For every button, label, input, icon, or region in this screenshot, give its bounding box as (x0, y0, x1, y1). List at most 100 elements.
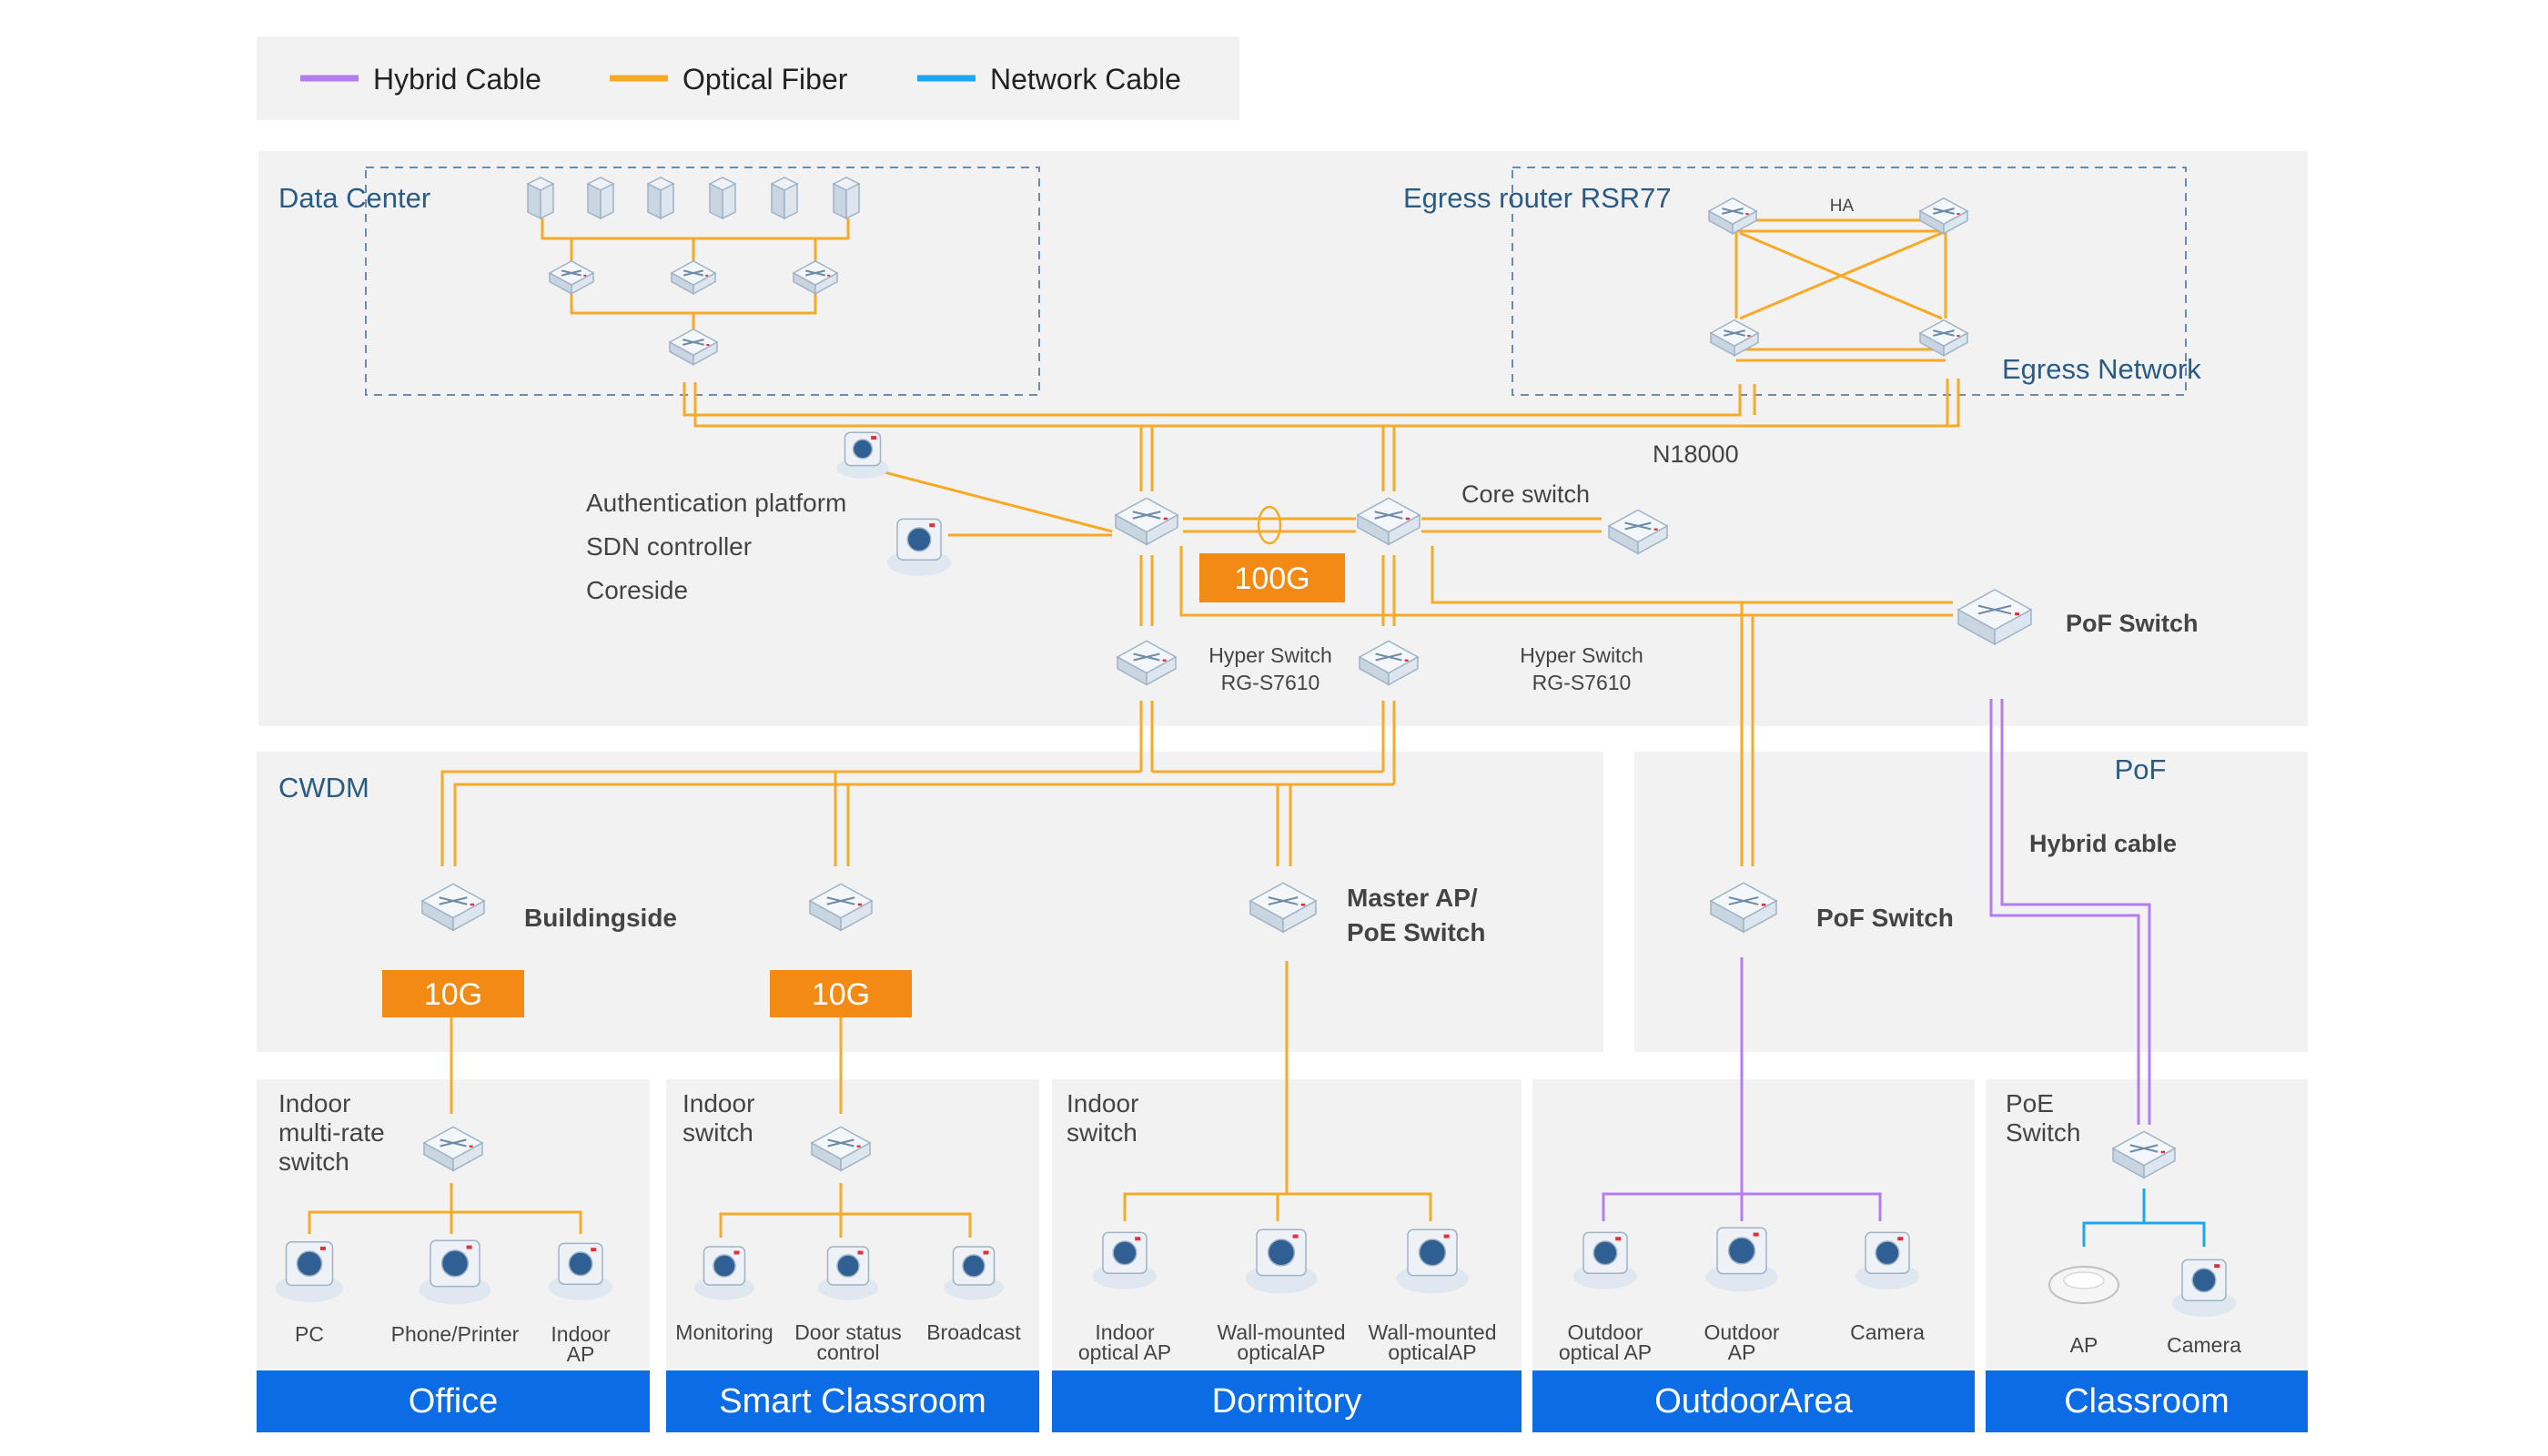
device-label: PC (295, 1322, 324, 1346)
device-label: Outdoor (1567, 1320, 1643, 1344)
footer-office-label: Office (409, 1382, 499, 1421)
smart-switch-line1: Indoor (682, 1089, 754, 1117)
speed-badge-100g-label: 100G (1234, 561, 1309, 596)
legend-panel (257, 36, 1239, 120)
buildingside-switch-icon (420, 883, 486, 932)
sdn-controller-label: SDN controller (586, 532, 752, 561)
cwdm-title: CWDM (278, 772, 369, 804)
outdoor-zone (1532, 1079, 1975, 1369)
device-label: AP (1728, 1340, 1756, 1364)
speed-badge-10g-1 (382, 970, 524, 1017)
monitoring-icon (694, 1246, 754, 1300)
data-center-box (365, 167, 1040, 396)
outdoor-optical-ap-icon (1572, 1231, 1638, 1289)
wall-mounted-ap-icon (1396, 1228, 1469, 1294)
broadcast-icon (944, 1246, 1004, 1300)
core-switch-icon (1356, 497, 1421, 546)
pc-icon (275, 1241, 344, 1303)
switch-icon (548, 259, 595, 296)
hyper-switch-2-line1: Hyper Switch (1520, 643, 1643, 667)
camera-icon (2171, 1259, 2237, 1317)
footer-dormitory-label: Dormitory (1212, 1382, 1362, 1421)
sdn-controller-icon (886, 518, 952, 576)
footer-outdoor-label: OutdoorArea (1654, 1382, 1853, 1421)
device-label: Outdoor (1704, 1320, 1779, 1344)
speed-badge-100g (1199, 553, 1345, 602)
hyper-switch-1-line1: Hyper Switch (1208, 643, 1331, 667)
smart-classroom-zone (666, 1079, 1039, 1369)
outdoor-ap-icon (1705, 1227, 1778, 1292)
indoor-optical-ap-icon (1092, 1231, 1158, 1289)
hyper-switch-1-line2: RG-S7610 (1221, 671, 1320, 694)
device-label: Monitoring (675, 1320, 773, 1344)
egress-router-title: Egress router RSR77 (1403, 182, 1672, 214)
classroom-switch-line1: PoE (2006, 1089, 2054, 1117)
footer-classroom (1986, 1370, 2308, 1432)
office-switch-line3: switch (278, 1148, 349, 1176)
core-switch-icon (1114, 497, 1179, 546)
office-switch-line2: multi-rate (278, 1118, 385, 1147)
master-ap-line2: PoE Switch (1347, 918, 1485, 946)
switch-icon (668, 328, 719, 366)
pof-switch-label: PoF Switch (1816, 904, 1954, 932)
camera-icon (1855, 1231, 1920, 1289)
ha-label: HA (1830, 197, 1855, 216)
server-icon (708, 177, 737, 220)
authentication-platform-icon (836, 431, 889, 479)
footer-smart-classroom-label: Smart Classroom (719, 1382, 986, 1421)
server-icon (770, 177, 799, 220)
device-label: Indoor (1095, 1320, 1155, 1344)
device-label: control (816, 1340, 879, 1364)
egress-network-title: Egress Network (2002, 353, 2201, 385)
office-switch-line1: Indoor (278, 1089, 350, 1117)
legend-label-network: Network Cable (990, 63, 1181, 96)
network-links (2082, 1188, 2206, 1247)
n18000-label: N18000 (1653, 440, 1739, 468)
router-icon (1918, 197, 1969, 235)
device-label: Camera (1850, 1320, 1925, 1344)
door-status-control-icon (818, 1246, 878, 1300)
dorm-switch-line2: switch (1067, 1118, 1138, 1147)
legend: Hybrid Cable Optical Fiber Network Cable (300, 63, 1181, 96)
firewall-icon (1918, 318, 1969, 357)
hyper-switch-icon (1116, 640, 1178, 686)
server-icon (646, 177, 675, 220)
footer-outdoor (1532, 1370, 1975, 1432)
auth-platform-label: Authentication platform (586, 489, 846, 517)
pof-switch-core-label: PoF Switch (2066, 610, 2199, 637)
n18000-icon (1607, 509, 1669, 555)
data-center-title: Data Center (278, 182, 430, 214)
device-label: Indoor (551, 1322, 611, 1346)
speed-badge-10g-2 (770, 970, 912, 1017)
device-label: Wall-mounted (1217, 1320, 1345, 1344)
dorm-switch-line1: Indoor (1067, 1089, 1138, 1117)
buildingside-switch-icon (808, 883, 874, 932)
core-region (258, 151, 2308, 726)
classroom-switch-line2: Switch (2006, 1118, 2080, 1147)
hybrid-cable-label: Hybrid cable (2029, 830, 2177, 857)
egress-box (1512, 167, 2187, 396)
switch-icon (792, 259, 839, 296)
pof-switch-icon (1709, 882, 1778, 934)
device-label: AP (567, 1342, 595, 1366)
master-ap-line1: Master AP/ (1347, 884, 1478, 912)
server-icon (832, 177, 861, 220)
legend-label-fiber: Optical Fiber (682, 63, 848, 96)
switch-icon (670, 259, 717, 296)
footer-dormitory (1052, 1370, 1522, 1432)
device-label: Phone/Printer (391, 1322, 520, 1346)
core-switch-label: Core switch (1461, 480, 1590, 508)
device-label: optical AP (1078, 1340, 1171, 1364)
device-label: opticalAP (1388, 1340, 1476, 1364)
device-label: Wall-mounted (1368, 1320, 1496, 1344)
speed-badge-10g-2-label: 10G (812, 977, 870, 1012)
device-label: AP (2070, 1333, 2098, 1357)
region-backgrounds (257, 36, 2308, 1369)
footer-classroom-label: Classroom (2064, 1382, 2230, 1421)
legend-label-hybrid: Hybrid Cable (373, 63, 541, 96)
fiber-links (308, 218, 1960, 1238)
pof-switch-icon (1956, 589, 2033, 646)
indoor-ap-icon (548, 1242, 613, 1300)
server-icon (526, 177, 555, 220)
device-label: Broadcast (926, 1320, 1021, 1344)
